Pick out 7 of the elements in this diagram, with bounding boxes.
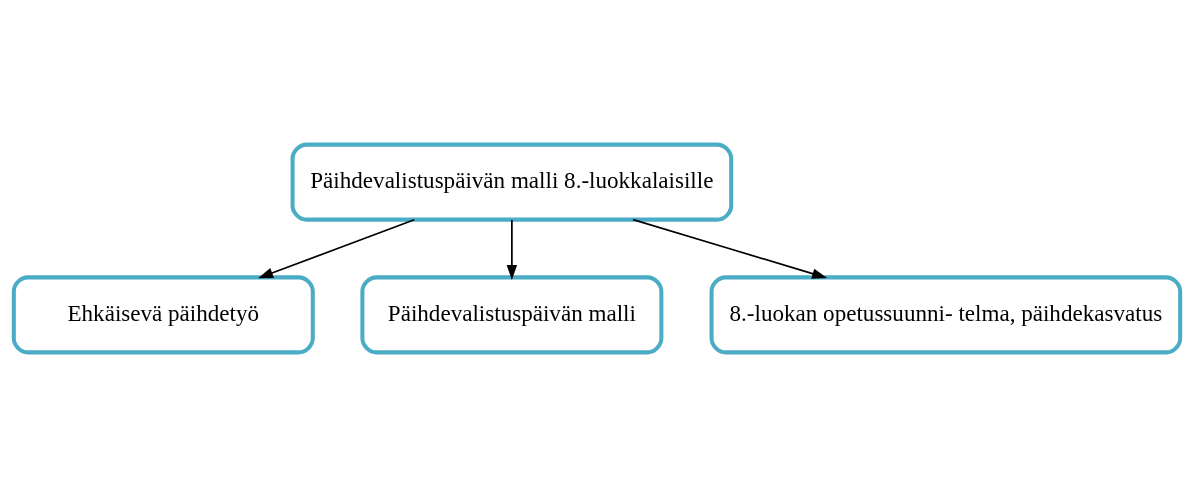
node-box: 8.-luokan opetussuunni- telma, päihdekasvatus <box>709 275 1183 355</box>
node-box: Ehkäisevä päihdetyö <box>11 275 315 355</box>
arrow <box>632 218 828 279</box>
node-box: Päihdevalistuspäivän malli <box>360 275 664 355</box>
node-box: Päihdevalistuspäivän malli 8.-luokkalaisille <box>290 142 734 222</box>
arrow <box>506 219 518 280</box>
arrow <box>258 218 416 279</box>
